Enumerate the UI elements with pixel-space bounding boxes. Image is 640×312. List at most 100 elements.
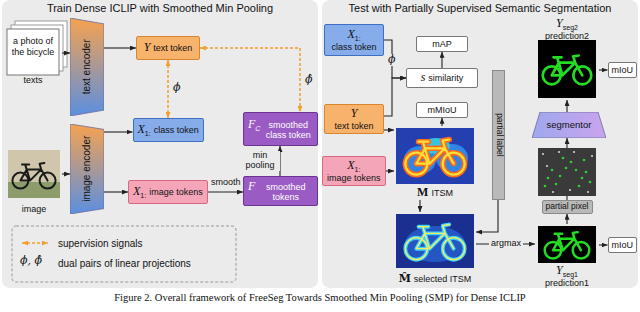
prediction-image: Yseg2prediction2	[535, 17, 599, 100]
token-box-text: Y	[144, 41, 151, 55]
panel: Test with Partially Supervised Semantic …	[322, 0, 638, 288]
text-line: X1:image tokens	[133, 185, 203, 199]
token-box-text: X	[138, 123, 145, 137]
partial-pixel-image	[555, 183, 558, 186]
text-line: prediction2	[545, 31, 589, 41]
text-line: segmentor	[547, 120, 592, 131]
partial-label-bar: partial label	[492, 70, 505, 200]
edge-label: ϕ	[386, 54, 398, 66]
panel: Train Dense ICLIP with Smoothed Min Pool…	[2, 0, 318, 288]
panel-background	[2, 0, 318, 288]
similarity-box-text: s	[421, 71, 426, 85]
text-line: Yseg1	[556, 264, 578, 278]
partial-pixel-image	[559, 175, 562, 178]
partial-pixel-image	[581, 177, 584, 180]
panel-background	[2, 0, 638, 288]
text-line: prediction1	[545, 278, 589, 288]
flow-arrow	[441, 52, 442, 68]
metric-box-text: mMIoU	[428, 105, 457, 115]
partial-pixel-image	[585, 171, 588, 174]
partial-pixel-image	[544, 157, 592, 188]
legend-sample	[18, 238, 54, 248]
partial-pixel-image	[583, 159, 586, 162]
text-line: mMIoU	[428, 105, 457, 115]
legend-text: supervision signals	[58, 238, 143, 249]
legend-row: supervision signals	[18, 233, 191, 253]
token-box-text: Y	[351, 107, 358, 121]
panel-text: Train Dense ICLIP with Smoothed Min Pool…	[47, 2, 273, 15]
prediction-image	[538, 40, 596, 263]
text-line: X1:	[347, 159, 360, 173]
text-line: ssimilarity	[421, 71, 464, 85]
similarity-box-text: similarity	[428, 73, 463, 83]
text-line: Y	[351, 107, 358, 121]
token-box-text: X	[133, 185, 140, 199]
partial-pixel-box: partial pixel	[542, 200, 593, 214]
partial-pixel-image	[569, 189, 571, 191]
prediction-image: Yseg1prediction1	[535, 224, 599, 288]
text-line: Fsmoothed tokens	[248, 180, 313, 203]
text-line: text encoder	[59, 61, 114, 73]
text-line: X1:class token	[138, 123, 199, 137]
prediction-image	[545, 232, 590, 258]
token-box: Ytext token	[136, 36, 200, 60]
text-line: X1:	[347, 28, 360, 42]
token-box-text: F	[248, 180, 255, 194]
flow-arrow	[104, 191, 128, 192]
partial-label-bar-text: partial label	[494, 113, 504, 156]
itsm-heatmap	[405, 140, 464, 175]
partial-pixel-image	[552, 191, 554, 193]
text-line: class token	[331, 42, 376, 52]
heatmap-text: M	[417, 186, 428, 200]
edge-label: argmax	[489, 239, 523, 249]
metric-box: mIoU	[608, 62, 638, 78]
figure-caption: Figure 2. Overall framework of FreeSeg T…	[0, 292, 640, 303]
text-line: Train Dense ICLIP with Smoothed Min Pool…	[47, 2, 273, 15]
flow-arrow	[104, 47, 136, 48]
partial-pixel-image	[558, 151, 560, 153]
symbol-label: ϕ, ϕ̂	[20, 254, 42, 267]
partial-pixel-image	[538, 148, 596, 196]
token-box-text: X	[347, 28, 354, 42]
flow-arrow	[599, 69, 608, 70]
token-box: X1:class token	[324, 24, 384, 56]
partial-pixel-image	[565, 167, 568, 170]
text-line: mIoU	[612, 240, 634, 250]
supervision-sample	[22, 242, 48, 244]
text-line: partial label	[477, 130, 520, 140]
selected-itsm-heatmap	[396, 214, 474, 268]
partial-pixel-image	[591, 155, 593, 157]
supervision-arrow	[200, 48, 300, 112]
selected-itsm-heatmap	[405, 225, 464, 260]
metric-box: mMIoU	[416, 102, 468, 118]
token-box-text: class token	[331, 42, 376, 52]
token-box-text: X	[347, 159, 354, 173]
text-line: image tokens	[327, 173, 381, 183]
text-encoder-outline	[70, 18, 104, 116]
heatmap: MITSM	[394, 126, 476, 200]
similarity-box: ssimilarity	[406, 68, 478, 88]
image-encoder: image encoder	[70, 124, 104, 214]
bicycle-photo	[12, 163, 55, 189]
heatmap-text: ITSM	[431, 188, 453, 198]
partial-pixel-image	[578, 185, 581, 188]
text-line: image encoder	[54, 163, 120, 175]
text-line: Test with Partially Supervised Semantic …	[349, 2, 612, 15]
token-box-text: C	[255, 125, 260, 133]
partial-pixel-box-text: partial pixel	[546, 202, 589, 212]
text-line: Ytext token	[144, 41, 193, 55]
image-encoder-text: image encoder	[81, 136, 93, 202]
text-line: FCsmoothed class token	[248, 118, 313, 141]
metric-box-text: mAP	[432, 39, 452, 49]
text-card-stack	[7, 29, 59, 75]
heatmap-text: M̂	[399, 273, 411, 286]
legend-row: dual pairs of linear projections	[18, 253, 191, 273]
flow-arrow	[208, 191, 243, 192]
partial-pixel-image	[538, 148, 596, 196]
edge-label: ϕ̂	[303, 74, 315, 86]
bicycle-photo	[8, 150, 60, 198]
token-box-text: F	[248, 118, 255, 132]
input-image-text: image	[22, 204, 47, 214]
legend-text: dual pairs of linear projections	[58, 258, 191, 269]
token-box-text: class token	[154, 125, 199, 135]
